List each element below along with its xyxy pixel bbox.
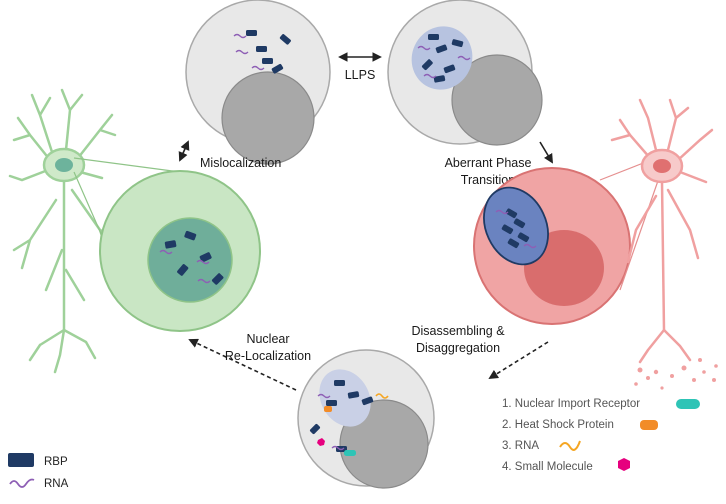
relocalization-arrow bbox=[188, 338, 297, 391]
heat-shock-protein-icon bbox=[640, 420, 658, 430]
mislocalization-label: Mislocalization bbox=[200, 156, 281, 170]
dissolving-droplet bbox=[319, 369, 371, 427]
small-molecule-icon bbox=[618, 458, 630, 471]
key-rna-label: RNA bbox=[44, 478, 69, 490]
rna-strand bbox=[159, 249, 173, 255]
diseased-cell bbox=[473, 167, 631, 325]
disassembling-label-line2: Disaggregation bbox=[416, 341, 500, 355]
mislocalized-cell bbox=[185, 0, 331, 165]
rbp-icon bbox=[262, 58, 273, 64]
rbp-icon bbox=[164, 240, 177, 249]
mislocalization-arrow bbox=[178, 140, 190, 162]
small-molecule-icon bbox=[317, 438, 325, 446]
aberrant-label-line1: Aberrant Phase bbox=[445, 156, 532, 170]
rbp-icon bbox=[177, 264, 189, 276]
treatment-item-label: 1. Nuclear Import Receptor bbox=[502, 398, 640, 410]
diseased-neuron-icon bbox=[610, 98, 714, 364]
key-legend: RBP RNA bbox=[8, 453, 69, 490]
rna-icon bbox=[9, 478, 35, 488]
rbp-icon bbox=[8, 453, 34, 467]
rbp-icon bbox=[246, 30, 257, 36]
nuclear-label-line2: Re-Localization bbox=[225, 349, 311, 363]
treatment-item-label: 4. Small Molecule bbox=[502, 461, 593, 473]
nuclear-import-receptor-icon bbox=[344, 450, 356, 456]
rbp-icon bbox=[211, 273, 224, 285]
disassembling-label-line1: Disassembling & bbox=[411, 324, 505, 338]
key-rbp-label: RBP bbox=[44, 456, 68, 468]
treatment-list: 1. Nuclear Import Receptor 2. Heat Shock… bbox=[502, 398, 700, 473]
zoom-line bbox=[619, 174, 661, 291]
aggregate-droplet bbox=[483, 186, 549, 266]
treatment-cell bbox=[297, 349, 435, 489]
treatment-item-label: 2. Heat Shock Protein bbox=[502, 419, 614, 431]
nuclear-import-receptor-icon bbox=[676, 399, 700, 409]
aberrant-transition-arrow bbox=[539, 141, 553, 164]
aberrant-label-line2: Transition bbox=[461, 173, 515, 187]
rna-icon bbox=[559, 440, 581, 451]
zoom-line bbox=[73, 157, 181, 173]
rbp-icon bbox=[271, 63, 284, 74]
rbp-icon bbox=[256, 46, 267, 52]
rna-icon bbox=[375, 393, 389, 399]
rbp-icon bbox=[184, 230, 197, 241]
rbp-rna-cluster bbox=[159, 230, 224, 285]
nuclear-label-line1: Nuclear bbox=[246, 332, 289, 346]
rna-strand bbox=[197, 278, 211, 284]
heat-shock-protein-icon bbox=[324, 406, 332, 412]
healthy-cell bbox=[99, 170, 261, 332]
llps-cell bbox=[387, 0, 543, 146]
disassembly-arrow bbox=[488, 341, 549, 380]
neurite-fragments bbox=[634, 358, 718, 390]
llps-label: LLPS bbox=[345, 68, 376, 82]
treatment-item-label: 3. RNA bbox=[502, 440, 539, 452]
rna-strand bbox=[196, 259, 210, 265]
rbp-icon bbox=[279, 34, 291, 45]
rbp-icon bbox=[199, 252, 212, 263]
